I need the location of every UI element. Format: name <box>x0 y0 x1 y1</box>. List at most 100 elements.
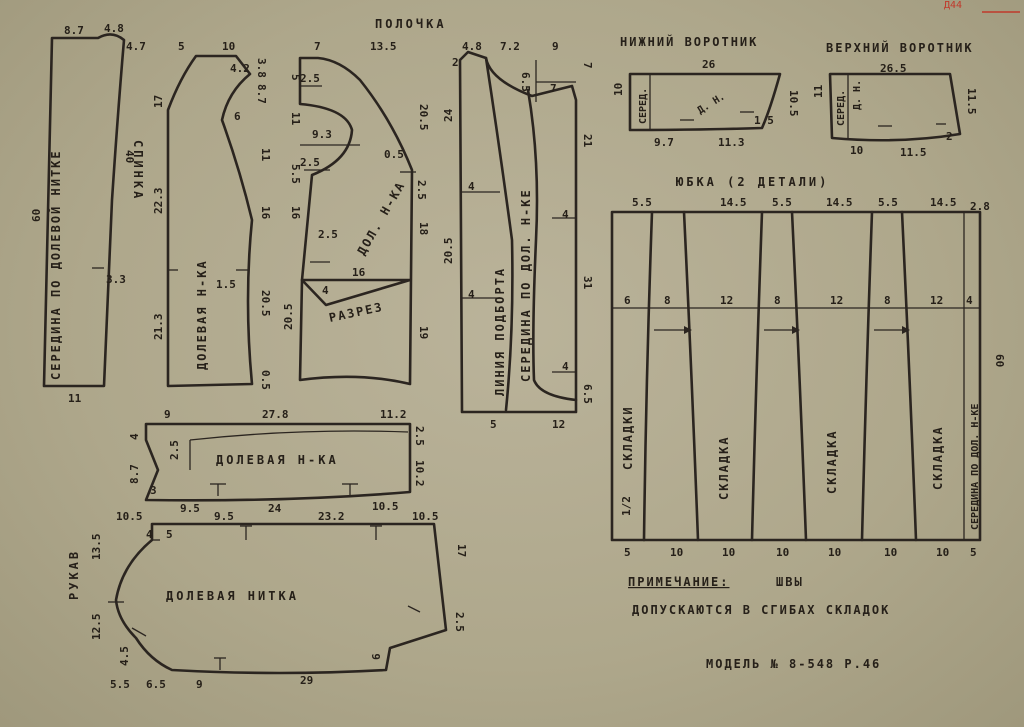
front-side-dim: 1.5 <box>216 278 236 291</box>
belt-dim: 10.5 <box>372 500 399 513</box>
front-mid-dim: 13.5 <box>370 40 397 53</box>
skirt-top-dim: 5.5 <box>632 196 652 209</box>
back-dim: 3.3 <box>106 273 126 286</box>
sleeve-dim: 6.5 <box>146 678 166 691</box>
back-dim: 8.7 <box>64 24 84 37</box>
facing-dim: 4 <box>562 208 569 221</box>
skirt-top-dim: 5.5 <box>772 196 792 209</box>
sleeve-dim: 23.2 <box>318 510 345 523</box>
skirt-pleat-line <box>860 210 874 542</box>
back-grain-label: СЕРЕДИНА ПО ДОЛЕВОЙ НИТКЕ <box>48 149 63 380</box>
skirt-mid-dim: 12 <box>830 294 843 307</box>
facing-inner <box>526 88 578 402</box>
note-line1: ШВЫ <box>776 575 804 589</box>
skirt-pleat-line <box>642 210 654 542</box>
skirt-pleat-label: СКЛАДКА <box>717 435 731 500</box>
front-mid-dim: 5.5 <box>289 164 302 184</box>
front-side-dim: 22.3 <box>152 188 165 215</box>
skirt-half-label: 1/2 <box>620 496 633 516</box>
facing-dim: 12 <box>552 418 565 431</box>
belt-dim: 4 <box>128 433 141 440</box>
front-side-outline <box>166 54 254 388</box>
collar-lower-grain: Д. Н. <box>696 91 727 116</box>
front-mid-piece: 7 13.5 5 2.5 11 20.5 9.3 5.5 0.5 2.5 2.5… <box>282 40 430 386</box>
note-line2: ДОПУСКАЮТСЯ В СГИБАХ СКЛАДОК <box>632 603 890 617</box>
collar-lower-dim: 10.5 <box>787 90 800 117</box>
front-side-grain: ДОЛЕВАЯ Н-КА <box>195 259 209 370</box>
skirt-pleat-line <box>682 210 700 542</box>
skirt-bottom-dim: 5 <box>624 546 631 559</box>
belt-dim: 9.5 <box>180 502 200 515</box>
front-side-dim: 8.7 <box>255 84 268 104</box>
facing-dim: 2 <box>452 56 459 69</box>
front-mid-dim: 16 <box>352 266 366 279</box>
skirt-arrow-head <box>902 326 910 334</box>
collar-upper-title: ВЕРХНИЙ ВОРОТНИК <box>826 40 974 55</box>
front-side-dim: 6 <box>234 110 241 123</box>
front-mid-dim: 18 <box>417 222 430 235</box>
skirt-piece: ЮБКА (2 ДЕТАЛИ) 5.5 14.5 5.5 14.5 5.5 14… <box>610 175 1006 559</box>
collar-upper-dim: 10 <box>850 144 863 157</box>
belt-dim: 9 <box>164 408 171 421</box>
facing-dim: 7 <box>581 62 594 69</box>
belt-dim: 2.5 <box>168 440 181 460</box>
skirt-outline <box>610 210 982 542</box>
front-mid-dim: 20.5 <box>282 304 295 331</box>
collar-lower-title: НИЖНИЙ ВОРОТНИК <box>620 34 758 49</box>
skirt-mid-dim: 8 <box>774 294 781 307</box>
collar-upper: ВЕРХНИЙ ВОРОТНИК 26.5 11 11.5 2 10 11.5 … <box>812 40 978 159</box>
back-dim: 60 <box>30 209 43 222</box>
front-mid-dim: 2.5 <box>300 156 320 169</box>
sleeve-dim: 9 <box>196 678 203 691</box>
front-mid-dim: 5 <box>289 74 302 81</box>
collar-lower-outline <box>628 72 782 132</box>
collar-upper-dim: 11.5 <box>965 88 978 115</box>
collar-lower-dim: 10 <box>612 83 625 96</box>
sleeve-dim: 4 <box>146 528 153 541</box>
skirt-folds-label: СКЛАДКИ <box>621 405 635 470</box>
belt-dim: 27.8 <box>262 408 289 421</box>
sleeve-mark <box>407 605 421 613</box>
skirt-grain: СЕРЕДИНА ПО ДОЛ. Н-КЕ <box>970 404 981 530</box>
facing-dim: 4 <box>468 288 475 301</box>
sleeve-label: РУКАВ <box>67 549 81 600</box>
belt-dim: 11.2 <box>380 408 407 421</box>
facing-dim: 24 <box>442 108 455 122</box>
sleeve-dim: 17 <box>455 544 468 557</box>
sleeve-dim: 9.5 <box>214 510 234 523</box>
skirt-bottom-dim: 10 <box>936 546 949 559</box>
front-side-dim: 21.3 <box>152 314 165 341</box>
skirt-pleat-label: СКЛАДКА <box>931 425 945 490</box>
front-side-dim: 10 <box>222 40 235 53</box>
facing-dim: 6.5 <box>581 384 594 404</box>
front-side-dim: 4.2 <box>230 62 250 75</box>
front-mid-dim: 2.5 <box>415 180 428 200</box>
corner-mark: Д44 <box>944 0 962 11</box>
sleeve-dim: 5 <box>166 528 173 541</box>
collar-upper-dim: 2 <box>946 130 953 143</box>
skirt-pleat-line <box>790 210 808 542</box>
belt-outline <box>144 422 412 502</box>
front-mid-dim: 2.5 <box>318 228 338 241</box>
back-outline <box>42 33 126 388</box>
facing-dim: 21 <box>581 134 594 148</box>
front-side-dim: 3.8 <box>255 58 268 78</box>
collar-upper-dim: 11 <box>812 84 825 98</box>
facing-dim: 6.5 <box>519 72 532 92</box>
front-side-dim: 17 <box>152 95 165 108</box>
back-dim: 4.8 <box>104 22 124 35</box>
skirt-bottom-dim: 10 <box>670 546 683 559</box>
front-side-dim: 5 <box>178 40 185 53</box>
front-mid-dim: 9.3 <box>312 128 332 141</box>
front-side-dim: 16 <box>259 206 272 220</box>
belt-dim: 10.2 <box>413 460 426 487</box>
collar-lower-mid-label: СЕРЕД. <box>638 88 649 124</box>
facing-dim: 31 <box>581 276 594 290</box>
back-dim: 11 <box>68 392 82 405</box>
skirt-arrow-head <box>792 326 800 334</box>
facing-dim: 9 <box>552 40 559 53</box>
front-mid-dim: 19 <box>417 326 430 339</box>
facing-dim: 7 <box>550 82 557 95</box>
